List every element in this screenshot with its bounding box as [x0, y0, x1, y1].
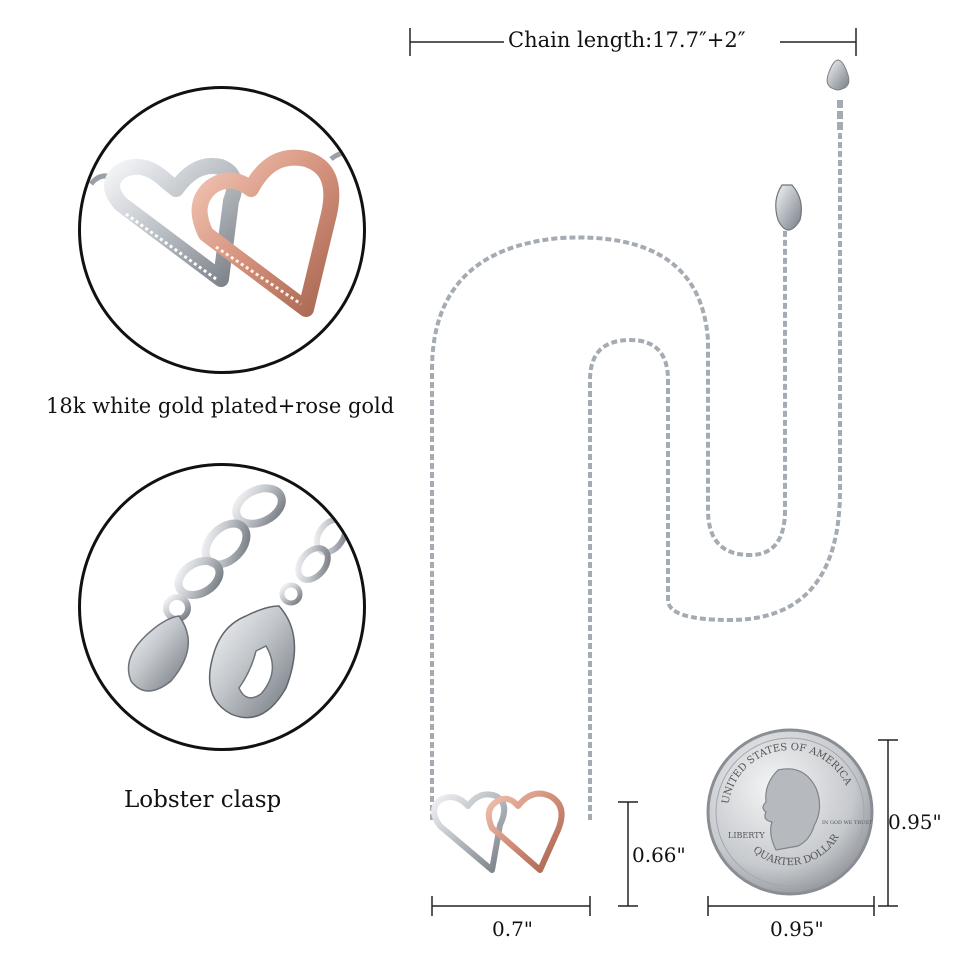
necklace-illustration [400, 40, 870, 900]
coin-height-label: 0.95" [888, 810, 942, 834]
coin-width-label: 0.95" [770, 917, 824, 941]
chain-length-label: Chain length:17.7″+2″ [508, 28, 746, 52]
detail-circle-clasp [78, 463, 366, 751]
quarter-coin-graphic: UNITED STATES OF AMERICA QUARTER DOLLAR … [706, 728, 874, 896]
coin-height-lines [878, 739, 898, 907]
detail-circle-hearts [78, 86, 366, 374]
pendant-height-dimension [612, 800, 642, 910]
pendant-width-dimension [430, 894, 592, 918]
coin-width-dimension [706, 894, 878, 918]
coin-width-lines [707, 896, 875, 916]
pendant-width-lines [431, 896, 591, 916]
necklace-chain-graphic [430, 59, 850, 873]
quarter-coin: UNITED STATES OF AMERICA QUARTER DOLLAR … [706, 728, 874, 896]
pendant-width-label: 0.7" [492, 917, 534, 941]
pendant-height-lines [618, 801, 638, 907]
coin-text-motto: IN GOD WE TRUST [822, 820, 873, 826]
interlocking-hearts-closeup [89, 149, 358, 317]
detail-caption-plating: 18k white gold plated+rose gold [46, 394, 395, 418]
coin-text-liberty: LIBERTY [728, 831, 765, 840]
lobster-clasp-closeup [127, 484, 349, 719]
coin-height-dimension [874, 738, 904, 910]
chain-length-dimension: Chain length:17.7″+2″ [408, 22, 860, 62]
chain-length-dimension-lines [409, 28, 857, 56]
pendant-height-label: 0.66" [632, 843, 686, 867]
detail-caption-clasp: Lobster clasp [124, 787, 282, 813]
